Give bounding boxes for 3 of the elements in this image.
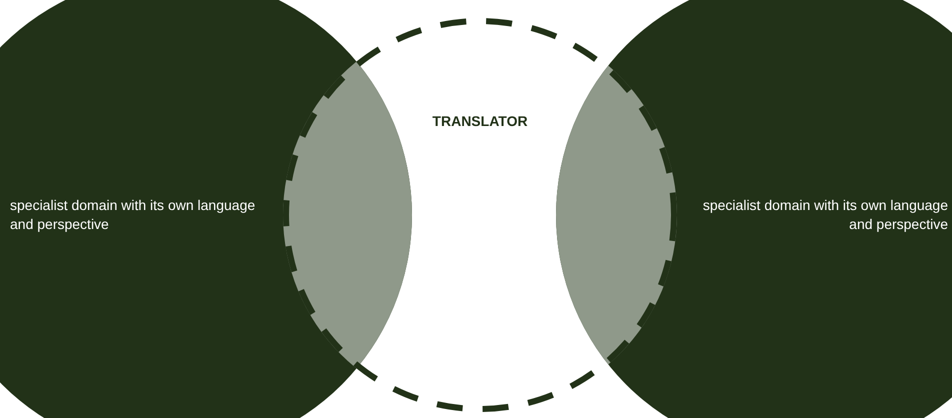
circle-label: specialist domain with its own language and perspective — [702, 196, 948, 234]
circle-label: specialist domain with its own language and perspective — [10, 196, 256, 234]
circle-title: TRANSLATOR — [431, 112, 529, 131]
